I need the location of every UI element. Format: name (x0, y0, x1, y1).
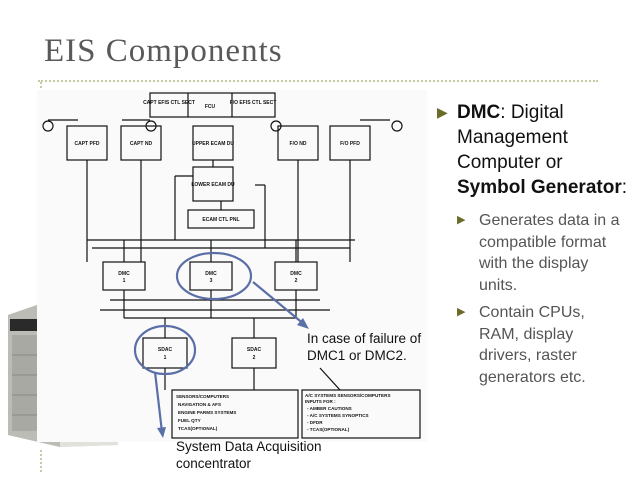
sensor-right-3: - A/C SYSTEMS SYNOPTICS (307, 413, 369, 418)
sdac-arrow-line (153, 371, 164, 433)
sub-bullet-text: Contain CPUs, RAM, display drivers, rast… (479, 304, 586, 386)
sensor-right-4: - DFDR (307, 420, 323, 425)
sensor-left-0: SENSORS/COMPUTERS (176, 394, 229, 399)
sub-bullet-list: ▶ Generates data in a compatible format … (437, 210, 627, 388)
sdac1-num: 1 (164, 355, 167, 361)
symbol-generator-term: Symbol Generator (457, 177, 622, 198)
sdac-annotation-line2: concentrator (176, 455, 252, 471)
sdac2-num: 2 (253, 355, 256, 361)
title-divider (38, 80, 598, 82)
sub-bullet-item: ▶ Generates data in a compatible format … (457, 210, 627, 296)
sensor-right-2: - AMBER CAUTIONS (307, 406, 352, 411)
sdac1-label: SDAC (158, 347, 173, 353)
failure-arrow-head (297, 318, 309, 329)
sdac1-highlight-ellipse (133, 324, 197, 376)
bullet-list: ▶ DMC: Digital Management Computer or Sy… (437, 100, 627, 394)
sdac2-label: SDAC (247, 347, 262, 353)
sdac-arrow-head (157, 427, 166, 438)
sensor-left-2: ENGINE PARMS SYSTEMS (178, 410, 236, 415)
main-bullet-rest1: : Digital Management Computer or (457, 102, 568, 173)
sdac-annotation: System Data Acquisition concentrator (176, 439, 322, 472)
main-bullet-rest2: : (621, 177, 627, 198)
dmc1-num: 1 (123, 278, 126, 284)
failure-annotation-line1: In case of failure of (307, 331, 422, 346)
sensor-right-5: - TCAS(OPTIONAL) (307, 427, 350, 432)
sub-bullet-text: Generates data in a compatible format wi… (479, 212, 620, 294)
ctl-right-label: F/O EFIS CTL SECT (230, 100, 277, 106)
main-bullet: ▶ DMC: Digital Management Computer or Sy… (437, 100, 627, 200)
dmc2-label: DMC (290, 271, 302, 277)
dmc1-label: DMC (118, 271, 130, 277)
failure-annotation-line2: DMC1 or DMC2. (307, 347, 407, 363)
sub-bullet-item: ▶ Contain CPUs, RAM, display drivers, ra… (457, 302, 627, 388)
lower-ecam-label: LOWER ECAM DU (191, 182, 235, 188)
sensor-left-4: TCAS(OPTIONAL) (178, 426, 218, 431)
sub-bullet-arrow-icon: ▶ (457, 306, 466, 318)
sdac-annotation-line1: System Data Acquisition (176, 439, 322, 454)
bullet-arrow-icon: ▶ (437, 104, 448, 120)
sensor-right-0: A/C SYSTEMS SENSORS/COMPUTERS (305, 393, 391, 398)
dmc3-highlight-ellipse (175, 251, 253, 301)
capt-pfd-label: CAPT PFD (75, 141, 100, 147)
failure-arrow-line (252, 281, 306, 326)
main-bullet-text: DMC: Digital Management Computer or Symb… (457, 100, 627, 200)
ctl-center-label: FCU (205, 104, 216, 110)
sub-bullet-arrow-icon: ▶ (457, 214, 466, 226)
fo-nd-label: F/O ND (290, 141, 307, 147)
upper-ecam-label: UPPER ECAM DU (192, 141, 234, 147)
ecam-panel-label: ECAM CTL PNL (202, 217, 239, 223)
slide-title: EIS Components (44, 33, 283, 69)
dmc2-num: 2 (295, 278, 298, 284)
fo-pfd-label: F/O PFD (340, 141, 360, 147)
dmc3-label: DMC (205, 271, 217, 277)
dmc3-num: 3 (210, 278, 213, 284)
dmc-term: DMC (457, 102, 501, 123)
capt-nd-label: CAPT ND (130, 141, 153, 147)
sensor-left-3: FUEL QTY (178, 418, 201, 423)
sensor-right-1: INPUTS FOR : (305, 399, 336, 404)
ctl-left-label: CAPT EFIS CTL SECT (143, 100, 195, 106)
failure-annotation: In case of failure of DMC1 or DMC2. (307, 331, 421, 364)
sensor-left-1: NAVIGATION & AFS (178, 402, 221, 407)
